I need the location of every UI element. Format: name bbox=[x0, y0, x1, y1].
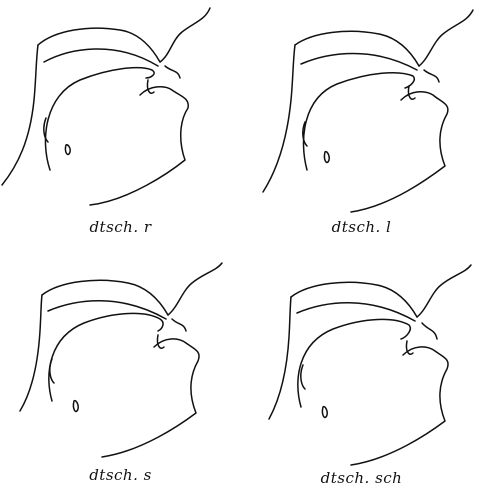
caption-dtsch-r: dtsch. r bbox=[0, 218, 241, 236]
panel-dtsch-s: dtsch. s bbox=[0, 251, 241, 502]
panel-dtsch-sch: dtsch. sch bbox=[241, 251, 482, 502]
vocal-tract-drawing-sch bbox=[241, 251, 482, 502]
vocal-tract-drawing-l bbox=[241, 0, 482, 251]
caption-dtsch-sch: dtsch. sch bbox=[241, 469, 482, 487]
vocal-tract-drawing-s bbox=[0, 251, 241, 502]
panel-dtsch-l: dtsch. l bbox=[241, 0, 482, 251]
vocal-tract-drawing-r bbox=[0, 0, 241, 251]
caption-dtsch-s: dtsch. s bbox=[0, 466, 241, 484]
panel-dtsch-r: dtsch. r bbox=[0, 0, 241, 251]
caption-dtsch-l: dtsch. l bbox=[241, 218, 482, 236]
